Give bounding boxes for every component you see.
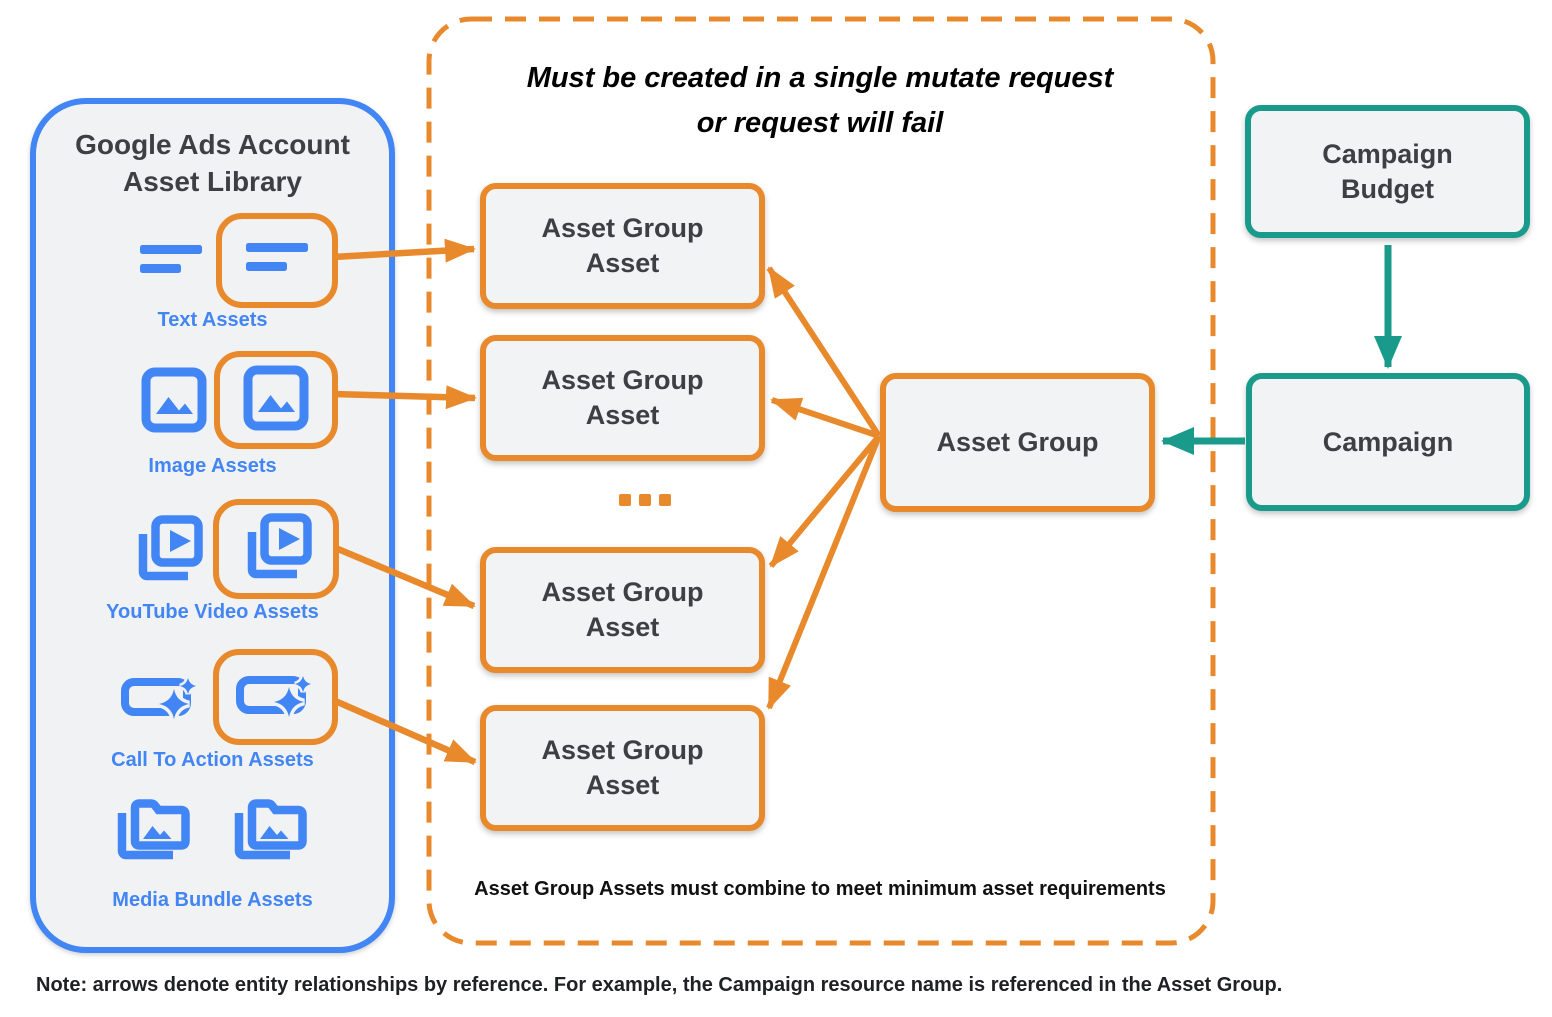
- asset-group-box: Asset Group: [880, 373, 1155, 512]
- media-bundle-asset-icon: [228, 788, 312, 867]
- asset-group-asset-box: Asset Group Asset: [480, 335, 765, 461]
- asset-group-asset-label: Asset Group Asset: [541, 735, 704, 800]
- campaign-budget-box: Campaign Budget: [1245, 105, 1530, 238]
- arrow-asset-group-to-asset-1: [766, 266, 882, 438]
- asset-library-panel: Google Ads Account Asset Library Text As…: [30, 98, 395, 953]
- text-asset-selected-outline: [216, 213, 338, 308]
- media-bundle-asset-icon: [111, 788, 195, 867]
- asset-group-label: Asset Group: [936, 427, 1099, 458]
- call-to-action-asset-icon: [235, 671, 316, 724]
- asset-requirements-note: Asset Group Assets must combine to meet …: [474, 878, 1166, 900]
- asset-group-asset-label: Asset Group Asset: [541, 213, 704, 278]
- asset-group-asset-box: Asset Group Asset: [480, 183, 765, 309]
- mutate-request-title-line2: or request will fail: [696, 107, 944, 139]
- campaign-label: Campaign: [1322, 426, 1454, 457]
- image-asset-icon: [243, 365, 309, 436]
- youtube-video-asset-icon: [240, 511, 312, 588]
- mutate-request-title-line1: Must be created in a single mutate reque…: [526, 62, 1114, 94]
- arrow-asset-group-to-asset-2: [770, 397, 880, 439]
- asset-group-asset-label: Asset Group Asset: [541, 365, 704, 430]
- library-item-label-text-assets: Text Assets: [157, 309, 268, 331]
- mutate-request-title: Must be created in a single mutate reque…: [440, 56, 1200, 146]
- call-to-action-asset-selected-outline: [213, 649, 338, 745]
- text-asset-icon: [245, 241, 309, 280]
- asset-group-asset-label: Asset Group Asset: [541, 577, 704, 642]
- youtube-video-asset-selected-outline: [213, 499, 339, 599]
- campaign-box: Campaign: [1246, 373, 1530, 511]
- call-to-action-asset-icon: [121, 673, 201, 726]
- library-item-label-youtube-video-assets: YouTube Video Assets: [106, 601, 319, 623]
- library-title-line1: Google Ads Account: [75, 129, 350, 160]
- library-title: Google Ads Account Asset Library: [36, 126, 389, 200]
- diagram-note: Note: arrows denote entity relationships…: [36, 974, 1283, 996]
- asset-group-asset-box: Asset Group Asset: [480, 547, 765, 673]
- library-title-line2: Asset Library: [123, 166, 302, 197]
- ellipsis: [619, 494, 671, 506]
- library-item-label-image-assets: Image Assets: [148, 455, 277, 477]
- library-item-label-call-to-action-assets: Call To Action Assets: [111, 749, 314, 771]
- library-item-label-media-bundle-assets: Media Bundle Assets: [112, 889, 313, 911]
- image-asset-selected-outline: [214, 351, 338, 449]
- text-asset-icon: [139, 243, 203, 282]
- arrow-asset-group-to-asset-3: [768, 434, 882, 568]
- campaign-budget-label: Campaign Budget: [1322, 138, 1453, 204]
- youtube-video-asset-icon: [131, 513, 203, 590]
- arrow-asset-group-to-asset-4: [766, 434, 882, 710]
- asset-group-asset-box: Asset Group Asset: [480, 705, 765, 831]
- image-asset-icon: [141, 367, 207, 438]
